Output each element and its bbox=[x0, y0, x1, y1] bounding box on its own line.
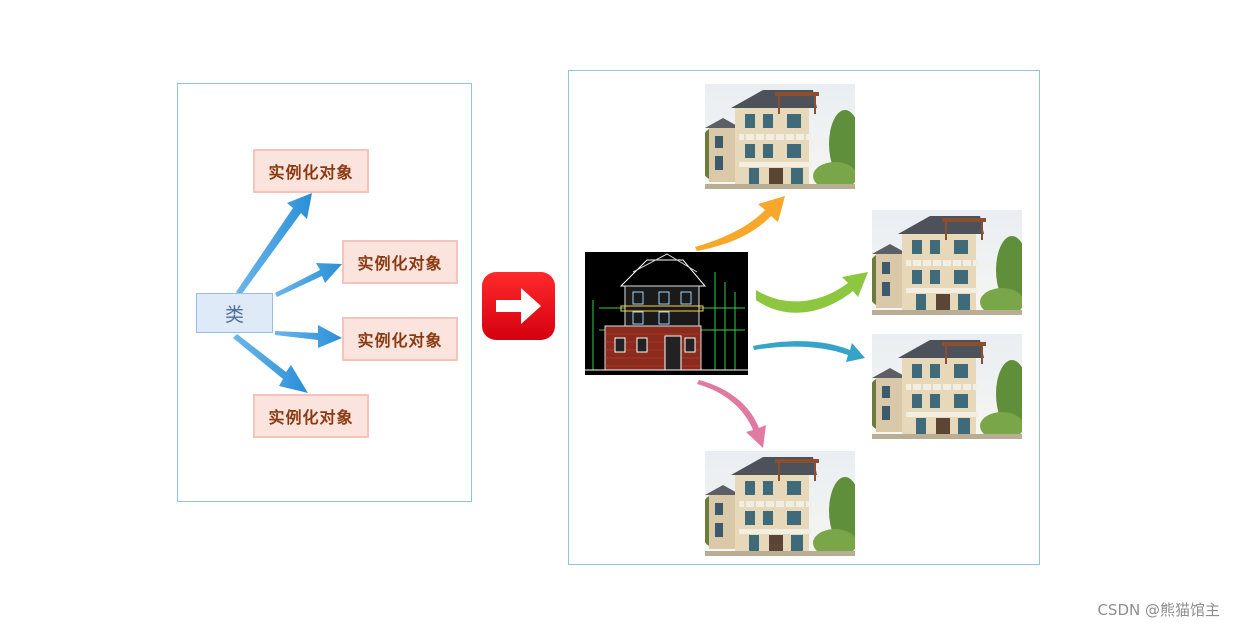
instance-box-3: 实例化对象 bbox=[342, 317, 458, 361]
instance-label: 实例化对象 bbox=[268, 163, 354, 182]
house-photo-3 bbox=[872, 334, 1022, 439]
house-photo-4 bbox=[705, 451, 855, 556]
house-blueprint-image bbox=[585, 252, 748, 375]
instance-box-1: 实例化对象 bbox=[253, 149, 369, 193]
instance-label: 实例化对象 bbox=[268, 408, 354, 427]
instance-box-2: 实例化对象 bbox=[342, 240, 458, 284]
class-label: 类 bbox=[224, 303, 244, 326]
right-arrow-icon bbox=[482, 272, 555, 340]
house-photo-1 bbox=[705, 84, 855, 189]
instance-box-4: 实例化对象 bbox=[253, 394, 369, 438]
class-box: 类 bbox=[196, 293, 273, 333]
instance-label: 实例化对象 bbox=[357, 331, 443, 350]
house-photo-2 bbox=[872, 210, 1022, 315]
instance-label: 实例化对象 bbox=[357, 254, 443, 273]
watermark: CSDN @熊猫馆主 bbox=[1097, 601, 1220, 619]
